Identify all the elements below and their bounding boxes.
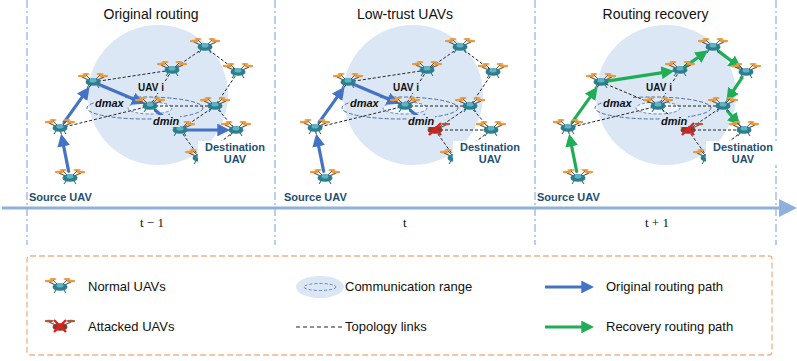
- topology-link: [680, 47, 713, 70]
- legend-text: Normal UAVs: [88, 280, 166, 294]
- legend-range-ground: [296, 276, 344, 298]
- topology-link: [405, 106, 470, 107]
- topology-link: [688, 130, 744, 131]
- uav-icon: [729, 121, 760, 136]
- uav-icon: [45, 119, 76, 134]
- routing-arrow: [607, 72, 669, 81]
- routing-arrow: [718, 51, 737, 66]
- destination-label: Destination UAV: [706, 141, 780, 165]
- time-step: t − 1: [138, 216, 166, 230]
- uav-icon: [476, 121, 507, 136]
- legend-text: Communication range: [345, 280, 472, 294]
- uav-icon: [55, 169, 86, 184]
- uav-icon: [665, 61, 696, 76]
- distance-label: dmax: [602, 97, 633, 109]
- legend-text: Attacked UAVs: [88, 320, 174, 334]
- uav-icon: [300, 119, 331, 134]
- uav-icon: [333, 73, 364, 88]
- time-step: t: [401, 216, 409, 230]
- legend-text: Original routing path: [606, 280, 723, 294]
- uav-icon: [200, 97, 231, 112]
- uav-icon: [157, 61, 188, 76]
- uav-icon: [190, 38, 221, 53]
- source-label: Source UAV: [536, 191, 601, 203]
- legend-text: Recovery routing path: [606, 320, 733, 334]
- dmax-ring: [342, 97, 458, 119]
- time-step: t + 1: [643, 216, 671, 230]
- uav-icon: [643, 97, 674, 112]
- uav-label: UAV i: [645, 82, 673, 93]
- uav-icon: [698, 38, 729, 53]
- uav-icon: [78, 73, 109, 88]
- panel-title: Routing recovery: [535, 6, 776, 22]
- time-panel: Low-trust UAVs: [275, 0, 535, 205]
- uav-icon: [135, 97, 166, 112]
- destination-label: Destination UAV: [453, 141, 527, 165]
- uav-icon: [586, 73, 617, 88]
- uav-icon: [221, 121, 252, 136]
- routing-arrow: [317, 139, 324, 172]
- uav-icon: [455, 97, 486, 112]
- uav-icon: [390, 97, 421, 112]
- uav-icon: [412, 61, 443, 76]
- legend-arrow-sample: [545, 285, 589, 288]
- time-panel: Routing recovery: [535, 0, 776, 205]
- topology-link: [427, 47, 460, 70]
- uav-icon: [478, 63, 509, 78]
- distance-label: dmin: [660, 115, 688, 127]
- topology-link: [568, 82, 601, 128]
- distance-label: dmin: [152, 115, 180, 127]
- routing-arrow: [727, 111, 737, 122]
- legend-attacked-icon: [45, 320, 76, 332]
- time-panel: Original routing: [27, 0, 275, 205]
- uav-icon: [563, 169, 594, 184]
- legend-text: Topology links: [345, 320, 427, 334]
- dmax-ring: [595, 97, 711, 119]
- panel-title: Original routing: [27, 6, 275, 22]
- timeline-arrow: [2, 207, 788, 210]
- topology-link: [435, 130, 491, 131]
- distance-label: dmax: [349, 97, 380, 109]
- routing-arrow: [729, 77, 742, 97]
- uav-icon: [708, 97, 739, 112]
- uav-label: UAV i: [137, 82, 165, 93]
- uav-icon: [553, 119, 584, 134]
- topology-link: [688, 106, 723, 130]
- topology-link: [435, 106, 470, 130]
- legend-swatch: [296, 276, 344, 298]
- routing-arrow: [570, 139, 577, 172]
- source-label: Source UAV: [283, 191, 348, 203]
- dmax-ring: [87, 97, 203, 119]
- uav-label: UAV i: [392, 82, 420, 93]
- uav-icon: [731, 63, 762, 78]
- distance-label: dmax: [94, 97, 125, 109]
- routing-arrow: [186, 128, 225, 131]
- topology-link: [172, 47, 205, 70]
- topology-link: [658, 106, 723, 107]
- legend-arrow-sample: [545, 325, 589, 328]
- distance-label: dmin: [407, 115, 435, 127]
- uav-icon: [310, 169, 341, 184]
- routing-arrow: [62, 139, 69, 172]
- destination-label: Destination UAV: [198, 141, 272, 165]
- routing-arrow: [63, 91, 86, 123]
- uav-icon: [223, 63, 254, 78]
- topology-link: [180, 106, 215, 130]
- topology-link: [180, 130, 236, 131]
- legend-frame: [27, 256, 772, 355]
- legend-link-sample: [296, 326, 342, 327]
- panel-title: Low-trust UAVs: [275, 6, 535, 22]
- topology-link: [150, 106, 215, 107]
- routing-arrow: [318, 91, 341, 123]
- legend-uav-icon: [45, 278, 76, 293]
- source-label: Source UAV: [28, 191, 93, 203]
- topology-link: [315, 82, 348, 128]
- topology-link: [60, 82, 93, 128]
- routing-arrow: [571, 91, 594, 123]
- uav-icon: [445, 38, 476, 53]
